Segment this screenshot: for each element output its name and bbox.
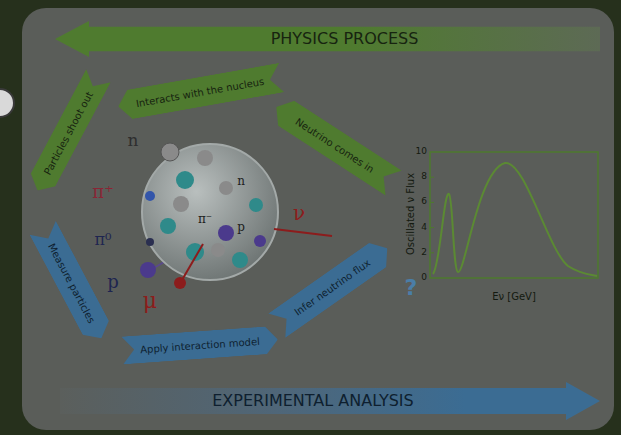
tick-label: 0 [421, 273, 427, 283]
particle-label: π⁻ [198, 213, 212, 226]
pion [145, 191, 155, 201]
tick-label: 8 [421, 172, 427, 182]
flux-curve [433, 163, 597, 276]
particle-label: p [237, 221, 245, 234]
edge-dot [0, 89, 14, 117]
nucleon [176, 171, 194, 189]
neutrino-track [274, 229, 332, 236]
particle-label: n [128, 131, 139, 150]
tick-label: 2 [421, 248, 427, 258]
process-title: PHYSICS PROCESS [271, 30, 419, 48]
muon-track [182, 244, 203, 280]
process-title: EXPERIMENTAL ANALYSIS [212, 392, 413, 410]
particle-label: n [237, 175, 245, 188]
chart-frame [430, 152, 598, 278]
tick-label: 6 [421, 197, 427, 207]
particle-label: ν [293, 202, 305, 224]
nucleon [218, 225, 234, 241]
step-label: Apply interaction model [140, 335, 260, 354]
proton [140, 262, 156, 278]
ticks [430, 177, 434, 253]
nucleon [173, 196, 189, 212]
particle-label: μ [143, 289, 157, 313]
axis-title: Oscillated ν Flux [405, 173, 416, 255]
particle-label: π⁺ [92, 182, 113, 202]
pion [146, 238, 154, 246]
muon [174, 277, 186, 289]
question-mark: ? [405, 276, 418, 300]
nucleon [254, 235, 266, 247]
particle-label: π⁰ [95, 231, 112, 249]
nucleon [211, 243, 225, 257]
neutron [161, 143, 179, 161]
nucleon [249, 198, 263, 212]
particle-label: p [107, 272, 119, 292]
axis-title: Eν [GeV] [492, 291, 536, 302]
nucleon [197, 150, 213, 166]
nucleon [160, 218, 176, 234]
nucleon [232, 252, 248, 268]
nucleon [219, 181, 233, 195]
tick-label: 10 [416, 147, 427, 157]
tick-label: 4 [421, 223, 427, 233]
nucleus [142, 144, 278, 280]
panel [22, 8, 614, 430]
